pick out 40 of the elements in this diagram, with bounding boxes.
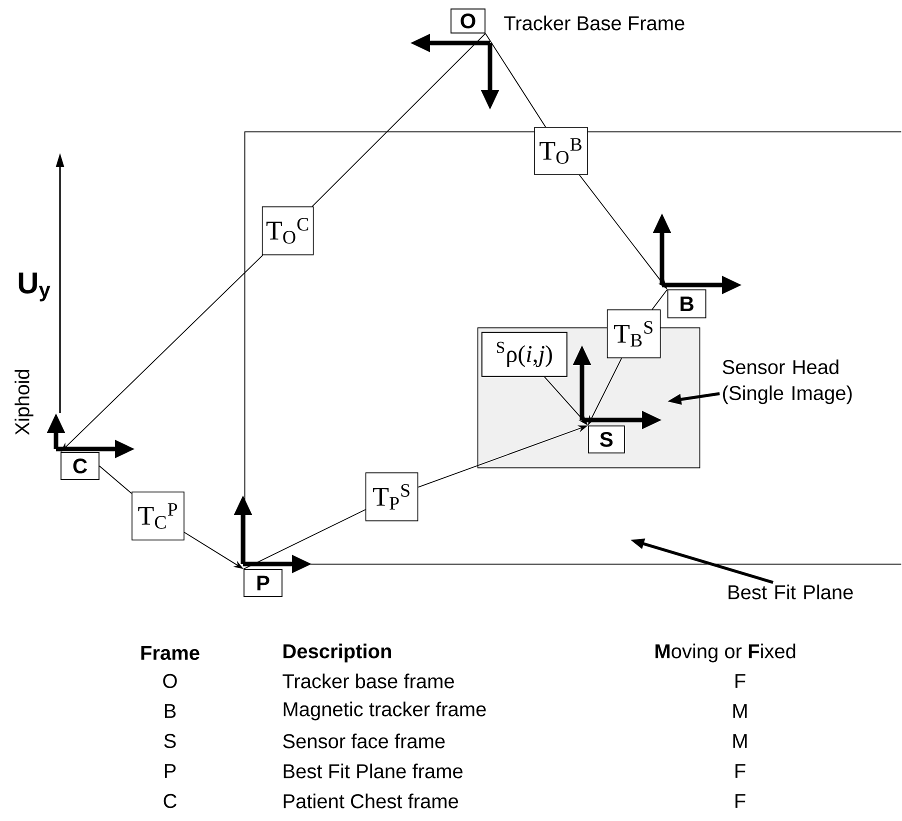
table-cell: M: [733, 734, 747, 748]
transform-box: T$_{P}$S: [365, 472, 418, 522]
column-header: Frame: [141, 646, 200, 660]
table-cell: Tracker base frame: [282, 674, 454, 688]
frame-caption: Tracker Base Frame: [504, 16, 684, 30]
table-cell: O: [163, 674, 177, 688]
transform-box: T$_{C}$P: [132, 492, 184, 540]
transform-box: T$_{O}$B: [534, 127, 588, 175]
table-cell: Sensor face frame: [283, 734, 445, 748]
frame-label-box: P: [244, 569, 282, 597]
table-cell: F: [736, 764, 746, 778]
pixel-vector-box: $^{S}$ρ(i,j): [481, 332, 568, 377]
table-cell: Best Fit Plane frame: [284, 764, 462, 778]
table-cell: Patient Chest frame: [284, 794, 458, 808]
callout-text: Sensor Head (Single Image): [722, 359, 852, 404]
table-cell: F: [736, 674, 746, 688]
transform-box: T$_{B}$S: [606, 309, 661, 358]
column-header: Description: [284, 644, 391, 662]
frame-label-box: C: [60, 452, 100, 480]
connector-line: [485, 33, 546, 128]
axis-label: U$_{y}$: [18, 272, 50, 302]
frame-label-box: O: [450, 8, 486, 34]
table-cell: B: [164, 704, 176, 718]
column-header: Moving or Fixed: [656, 644, 796, 662]
connector-line: [243, 509, 366, 570]
connector-line: [312, 33, 486, 207]
plane-outline: [244, 131, 902, 565]
table-cell: Magnetic tracker frame: [284, 702, 486, 720]
table-cell: S: [164, 734, 176, 748]
connector-line: [652, 288, 668, 310]
table-cell: F: [736, 794, 746, 808]
axis-label: Xiphoid: [14, 370, 34, 435]
connector-line: [99, 466, 132, 494]
frame-label-box: B: [667, 289, 706, 318]
callout-text: Best Fit Plane: [728, 584, 853, 600]
transform-box: T$_{O}$C: [262, 206, 314, 256]
table-cell: P: [164, 764, 176, 778]
table-cell: C: [164, 794, 176, 808]
frame-label-box: S: [588, 425, 625, 454]
table-cell: M: [733, 704, 747, 718]
